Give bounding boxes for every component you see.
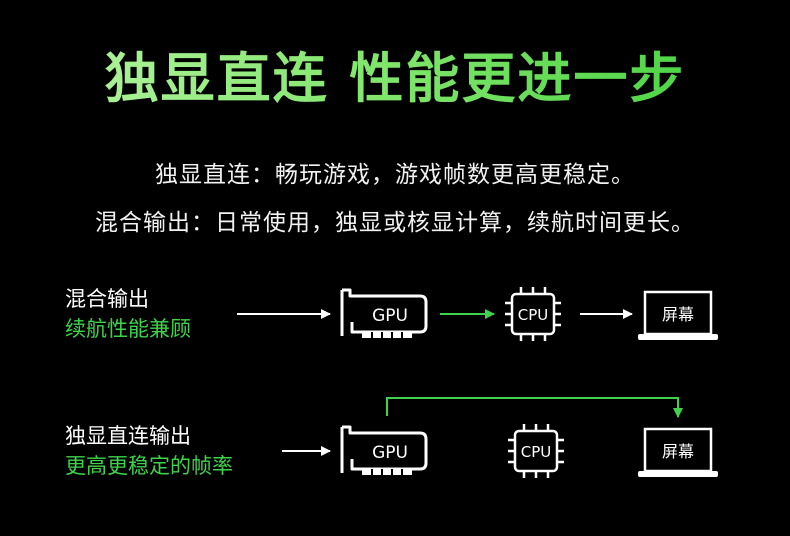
row-1-gpu-card-icon: GPU	[340, 288, 428, 338]
row-2-cpu-chip-icon: CPU	[508, 424, 564, 478]
row-2-cpu-label: CPU	[521, 443, 552, 461]
row-2-title: 独显直连输出	[65, 424, 191, 448]
row-1-cpu-label: CPU	[518, 306, 549, 324]
row-2-laptop-screen-icon: 屏幕	[638, 427, 718, 477]
row-1-title: 混合输出	[65, 287, 149, 311]
row-1-screen-label: 屏幕	[662, 305, 694, 324]
row-1-cpu-chip-icon: CPU	[505, 287, 561, 341]
row-1-laptop-screen-icon: 屏幕	[638, 290, 718, 340]
row-2-bypass-arrow	[386, 397, 683, 418]
row-1-gpu-label: GPU	[372, 306, 408, 326]
row-2-gpu-label: GPU	[372, 443, 408, 463]
row-2-subtitle: 更高更稳定的帧率	[65, 454, 233, 478]
row-2-gpu-card-icon: GPU	[340, 425, 428, 475]
row-2-screen-label: 屏幕	[662, 442, 694, 461]
row-2-label: 独显直连输出 更高更稳定的帧率	[65, 421, 233, 481]
description-line-1: 独显直连：畅玩游戏，游戏帧数更高更稳定。	[155, 162, 635, 188]
row-1-label: 混合输出 续航性能兼顾	[65, 284, 191, 344]
description-line-2: 混合输出：日常使用，独显或核显计算，续航时间更长。	[95, 210, 695, 236]
row-1-subtitle: 续航性能兼顾	[65, 317, 191, 341]
headline: 独显直连 性能更进一步	[0, 34, 790, 113]
